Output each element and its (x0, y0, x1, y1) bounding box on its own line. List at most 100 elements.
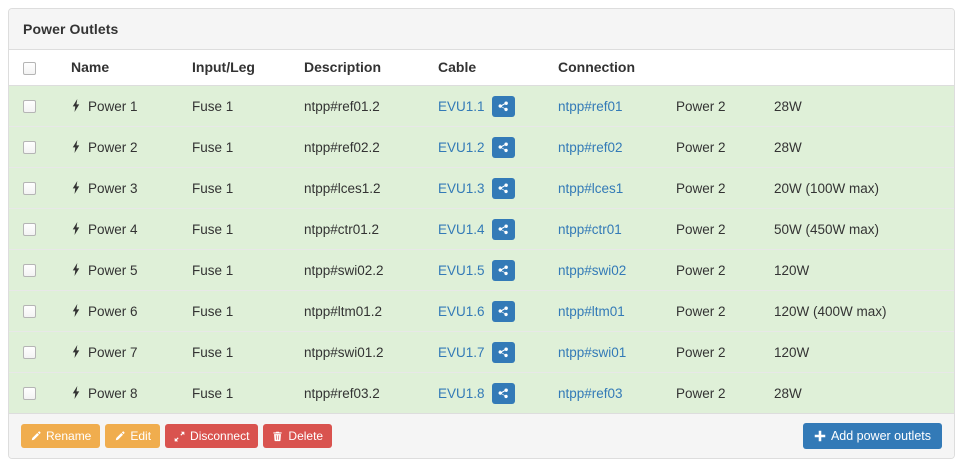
outlet-name: Power 4 (88, 221, 138, 237)
row-checkbox[interactable] (23, 346, 36, 360)
row-checkbox[interactable] (23, 223, 36, 237)
column-header-input-leg[interactable]: Input/Leg (184, 50, 296, 86)
cell-cable: EVU1.1 (430, 85, 550, 127)
trace-cable-icon[interactable] (491, 136, 515, 158)
trace-cable-icon[interactable] (491, 177, 515, 199)
column-header-name[interactable]: Name (63, 50, 184, 86)
column-header-cable[interactable]: Cable (430, 50, 550, 86)
connection-link[interactable]: ntpp#ref03 (558, 385, 623, 401)
cable-link[interactable]: EVU1.8 (438, 385, 485, 401)
add-power-outlets-button[interactable]: Add power outlets (802, 422, 942, 450)
table-header-row: Name Input/Leg Description Cable Connect… (9, 50, 954, 86)
delete-button[interactable]: Delete (263, 424, 333, 448)
cell-name: Power 7 (63, 331, 184, 373)
cell-description: ntpp#swi01.2 (296, 331, 430, 373)
connection-link[interactable]: ntpp#ref02 (558, 139, 623, 155)
row-select-cell (9, 85, 63, 127)
connection-link[interactable]: ntpp#ctr01 (558, 221, 622, 237)
power-bolt-icon (71, 181, 81, 195)
cell-connection-port: Power 2 (668, 208, 766, 250)
disconnect-button[interactable]: Disconnect (165, 424, 259, 448)
cell-connection-port: Power 2 (668, 167, 766, 209)
cell-connection-port: Power 2 (668, 126, 766, 168)
cell-connection: ntpp#ref01 (550, 85, 668, 127)
cell-description: ntpp#ref02.2 (296, 126, 430, 168)
row-checkbox[interactable] (23, 182, 36, 196)
column-header-description[interactable]: Description (296, 50, 430, 86)
cable-link[interactable]: EVU1.3 (438, 180, 485, 196)
cell-connection: ntpp#lces1 (550, 167, 668, 209)
connection-link[interactable]: ntpp#ltm01 (558, 303, 625, 319)
cell-description: ntpp#lces1.2 (296, 167, 430, 209)
cell-description: ntpp#ref03.2 (296, 372, 430, 413)
cell-name: Power 8 (63, 372, 184, 413)
cell-description: ntpp#ctr01.2 (296, 208, 430, 250)
cell-connection-port: Power 2 (668, 331, 766, 373)
cell-cable: EVU1.2 (430, 126, 550, 168)
cable-link[interactable]: EVU1.2 (438, 139, 485, 155)
disconnect-button-label: Disconnect (190, 429, 250, 443)
cable-link[interactable]: EVU1.5 (438, 262, 485, 278)
row-select-cell (9, 249, 63, 291)
rename-button[interactable]: Rename (21, 424, 101, 448)
row-checkbox[interactable] (23, 141, 36, 155)
cell-power: 20W (100W max) (766, 167, 954, 209)
footer-actions: Rename Edit Disconnect (21, 424, 333, 448)
cell-power: 28W (766, 126, 954, 168)
connection-link[interactable]: ntpp#swi01 (558, 344, 627, 360)
panel-footer: Rename Edit Disconnect (9, 413, 954, 458)
cell-input-leg: Fuse 1 (184, 372, 296, 413)
cell-power: 120W (766, 331, 954, 373)
cell-connection: ntpp#ref02 (550, 126, 668, 168)
cable-link[interactable]: EVU1.4 (438, 221, 485, 237)
trace-cable-icon[interactable] (491, 300, 515, 322)
trace-cable-icon[interactable] (491, 95, 515, 117)
panel-heading: Power Outlets (9, 9, 954, 50)
outlet-name: Power 6 (88, 303, 138, 319)
power-bolt-icon (71, 304, 81, 318)
outlet-name: Power 7 (88, 344, 138, 360)
trace-cable-icon[interactable] (491, 341, 515, 363)
trace-cable-icon[interactable] (491, 218, 515, 240)
trash-icon (272, 431, 283, 442)
cell-name: Power 4 (63, 208, 184, 250)
cable-link[interactable]: EVU1.7 (438, 344, 485, 360)
connection-link[interactable]: ntpp#ref01 (558, 98, 623, 114)
cell-cable: EVU1.8 (430, 372, 550, 413)
trace-cable-icon[interactable] (491, 259, 515, 281)
outlet-name: Power 3 (88, 180, 138, 196)
cable-link[interactable]: EVU1.1 (438, 98, 485, 114)
plus-icon (814, 430, 826, 442)
edit-button[interactable]: Edit (105, 424, 161, 448)
column-header-connection-port (668, 50, 766, 86)
connection-link[interactable]: ntpp#lces1 (558, 180, 624, 196)
pencil-icon (30, 430, 41, 442)
power-bolt-icon (71, 99, 81, 113)
cell-input-leg: Fuse 1 (184, 167, 296, 209)
power-bolt-icon (71, 386, 81, 400)
cell-connection: ntpp#ltm01 (550, 290, 668, 332)
cable-link[interactable]: EVU1.6 (438, 303, 485, 319)
row-select-cell (9, 126, 63, 168)
cell-description: ntpp#swi02.2 (296, 249, 430, 291)
column-header-connection[interactable]: Connection (550, 50, 668, 86)
add-power-outlets-label: Add power outlets (830, 428, 931, 443)
row-checkbox[interactable] (23, 100, 36, 114)
connection-link[interactable]: ntpp#swi02 (558, 262, 627, 278)
select-all-checkbox[interactable] (23, 61, 36, 75)
page-title: Power Outlets (23, 21, 119, 37)
power-outlets-panel: Power Outlets Name Input/Leg Description… (8, 8, 955, 459)
cell-input-leg: Fuse 1 (184, 85, 296, 127)
trace-cable-icon[interactable] (491, 382, 515, 404)
row-checkbox[interactable] (23, 305, 36, 319)
row-checkbox[interactable] (23, 264, 36, 278)
row-checkbox[interactable] (23, 387, 36, 401)
power-bolt-icon (71, 140, 81, 154)
power-bolt-icon (71, 345, 81, 359)
cell-input-leg: Fuse 1 (184, 126, 296, 168)
